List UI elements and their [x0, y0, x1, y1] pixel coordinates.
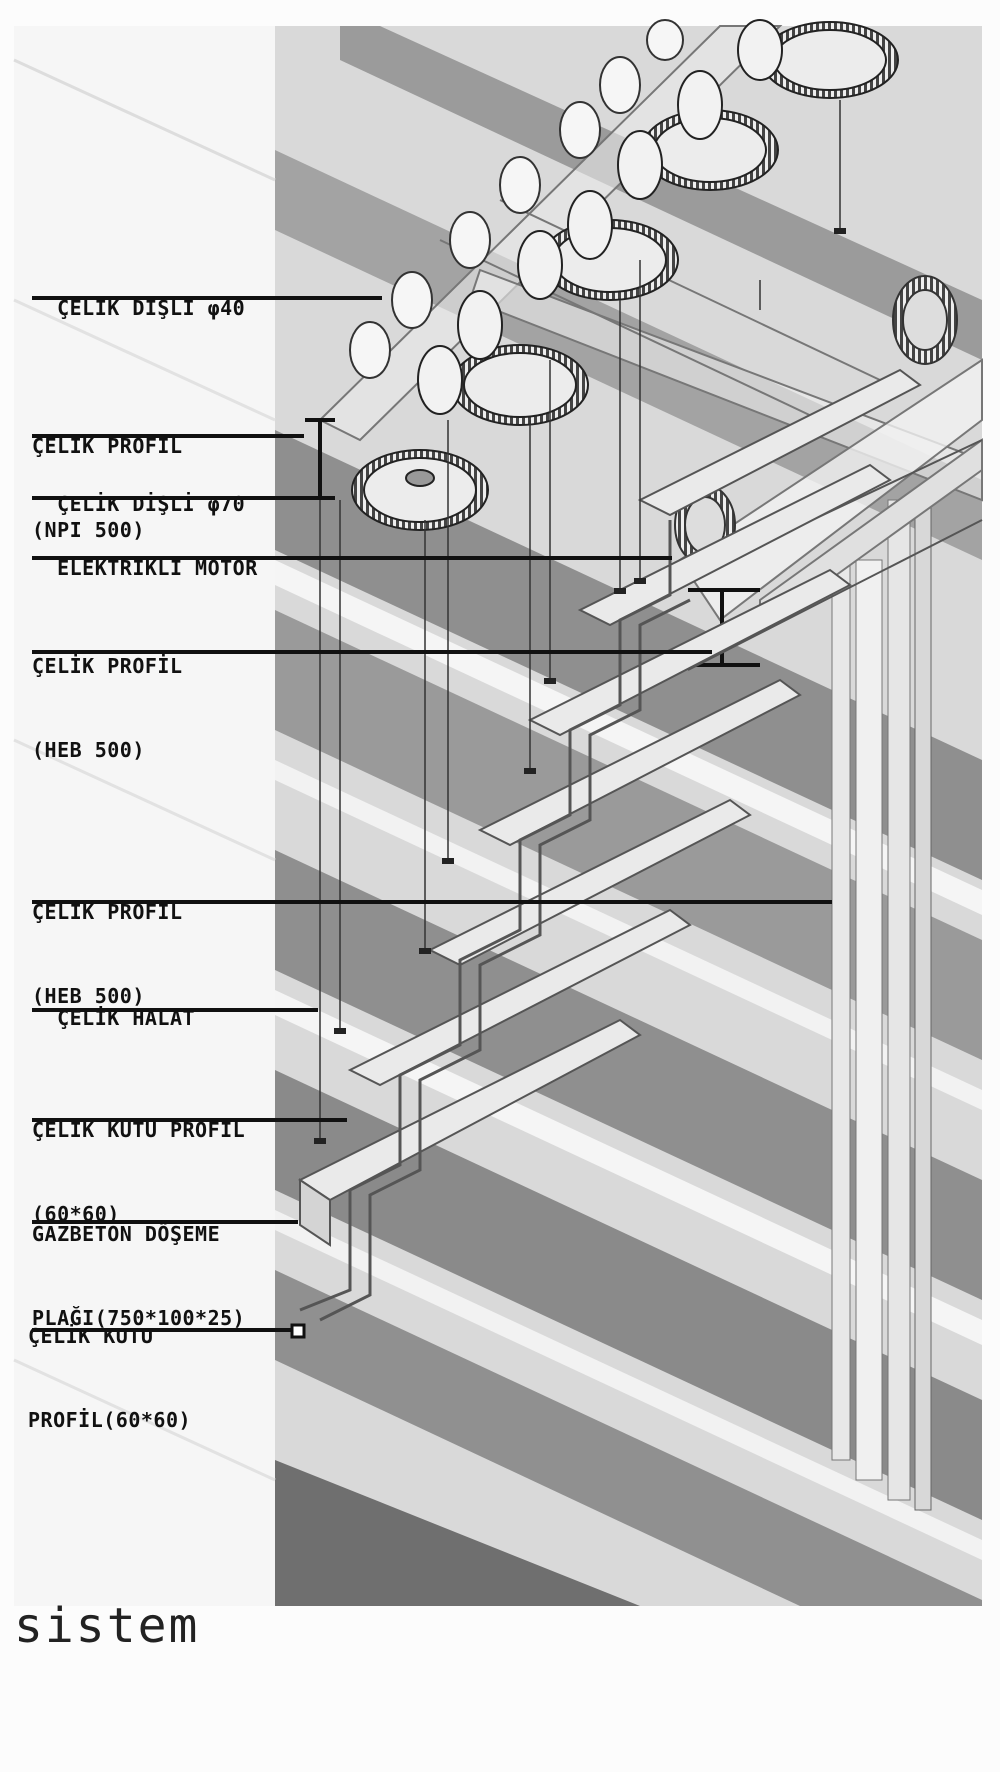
label-text: ÇELİK DİŞLİ φ40: [57, 296, 246, 320]
steel-cables: [319, 100, 841, 1140]
leader-line-box-profile-bottom: [32, 1328, 292, 1332]
leader-line-box-profile-60: [32, 1118, 347, 1122]
leader-line-steel-gear-40: [32, 296, 382, 300]
leader-line-heb500-top: [32, 650, 712, 654]
label-line-1: ÇELİK KUTU: [28, 1324, 154, 1348]
vertical-steel-columns: [831, 499, 932, 1511]
label-line-1: ÇELİK PROFİL: [32, 654, 183, 678]
label-steel-cable: ÇELİK HALAT: [32, 976, 195, 1032]
floor-shadow-bands: [13, 26, 982, 1606]
label-line-1: ÇELİK PROFİL: [32, 434, 183, 458]
small-gear-row: [349, 19, 684, 379]
label-line-1: GAZBETON DÖŞEME: [32, 1222, 221, 1246]
label-line-2: PROFİL(60*60): [28, 1408, 192, 1432]
label-steel-gear-70: ÇELİK DİŞLİ φ70: [32, 462, 245, 518]
label-heb500-profile-column: ÇELİK PROFİL (HEB 500): [32, 842, 183, 1038]
electric-motors: [674, 275, 958, 566]
stair-stringer: [290, 520, 691, 1339]
label-line-2: (NPI 500): [32, 518, 145, 542]
label-steel-gear-40: ÇELİK DİŞLİ φ40: [32, 266, 245, 322]
label-npi500-profile: ÇELİK PROFİL (NPI 500): [32, 376, 183, 572]
label-line-2: (HEB 500): [32, 984, 145, 1008]
leader-line-electric-motor: [32, 556, 672, 560]
leader-line-aerated-concrete-slab: [32, 1220, 298, 1224]
leader-line-steel-cable: [32, 1008, 318, 1012]
caption: sistem: [14, 1598, 200, 1654]
label-line-1: ÇELİK PROFİL: [32, 900, 183, 924]
label-line-2: PLAĞI(750*100*25): [32, 1306, 246, 1330]
leader-line-steel-gear-70: [32, 496, 327, 500]
label-line-1: ÇELİK KUTU PROFİL: [32, 1118, 246, 1142]
label-aerated-concrete-slab: GAZBETON DÖŞEME PLAĞI(750*100*25): [32, 1164, 245, 1360]
label-box-profile-bottom: ÇELİK KUTU PROFİL(60*60): [28, 1266, 191, 1462]
label-text: ELEKTRİKLİ MOTOR: [57, 556, 258, 580]
label-line-2: (HEB 500): [32, 738, 145, 762]
label-electric-motor: ELEKTRİKLİ MOTOR: [32, 526, 258, 582]
pinion-gears: [417, 19, 783, 415]
leader-line-heb500-column: [32, 900, 832, 904]
leader-line-npi500: [32, 434, 304, 438]
label-heb500-profile-top: ÇELİK PROFİL (HEB 500): [32, 596, 183, 792]
cable-hangers: [314, 228, 846, 1144]
